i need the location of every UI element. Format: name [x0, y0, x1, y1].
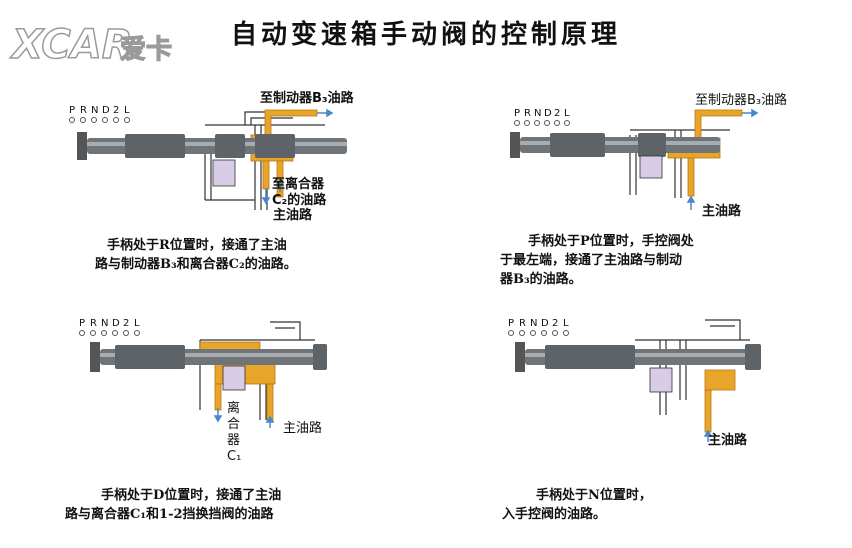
- label-clutch-c2-line2: C₂的油路: [272, 192, 327, 208]
- gear-label-l: L: [124, 105, 131, 116]
- gear-label-d: D: [112, 318, 121, 329]
- panel-r-position: P R N D 2 L: [55, 80, 455, 320]
- gear-label-2: 2: [113, 105, 120, 116]
- gear-label-n: N: [91, 105, 99, 116]
- gear-label-n: N: [530, 318, 538, 329]
- caption-n: 手柄处于N位置时， 入手控阀的油路。: [502, 486, 652, 524]
- caption-d-line1: 手柄处于D位置时，接通了主油: [101, 488, 282, 503]
- gear-label-r: R: [90, 318, 98, 329]
- valve-shaft: [510, 132, 720, 158]
- label-brake-b3: 至制动器B₃油路: [695, 92, 787, 108]
- label-main-oil: 主油路: [702, 203, 742, 219]
- caption-n-line2: 入手控阀的油路。: [502, 507, 607, 522]
- valve-housing: [629, 129, 730, 198]
- gear-label-p: P: [69, 105, 76, 116]
- caption-r-line1: 手柄处于R位置时，接通了主油: [107, 238, 287, 253]
- label-main-oil: 主油路: [273, 207, 313, 223]
- label-clutch-c1-char3: 器: [227, 433, 240, 448]
- logo-subtext: 爱卡: [120, 35, 172, 65]
- gear-label-2: 2: [552, 318, 559, 329]
- gear-label-d: D: [544, 108, 553, 119]
- valve-diagram-d: P R N D 2 L: [79, 318, 327, 464]
- valve-shaft: [90, 342, 327, 372]
- label-clutch-c1-char1: 离: [227, 400, 240, 416]
- caption-r-line2: 路与制动器B₃和离合器C₂的油路。: [95, 257, 297, 272]
- valve-diagram-p: P R N D 2 L: [510, 92, 787, 219]
- page-title: 自动变速箱手动阀的控制原理: [230, 20, 621, 50]
- label-clutch-c2-line1: 至离合器: [272, 176, 325, 192]
- caption-p-line3: 器B₃的油路。: [500, 272, 582, 287]
- chamber: [649, 367, 673, 393]
- gear-label-2: 2: [123, 318, 130, 329]
- label-clutch-c1-sub: C₁: [227, 449, 241, 464]
- flow-arrows: [261, 108, 334, 205]
- oil-passage: [704, 369, 736, 433]
- logo-text: XCAR: [9, 22, 133, 68]
- flow-arrows: [213, 408, 275, 428]
- panel-n-position: P R N D 2 L 主油: [490, 300, 852, 540]
- gear-label-p: P: [514, 108, 521, 119]
- valve-diagram-r: P R N D 2 L: [69, 90, 355, 223]
- gear-label-2: 2: [554, 108, 561, 119]
- gear-label-r: R: [80, 105, 88, 116]
- panel-p-position: P R N D 2 L: [490, 80, 852, 320]
- valve-shaft: [77, 132, 347, 160]
- gear-label-l: L: [563, 318, 570, 329]
- label-brake-b3: 至制动器B₃油路: [260, 90, 355, 106]
- gear-label-n: N: [101, 318, 109, 329]
- gear-label-n: N: [534, 108, 542, 119]
- valve-shaft: [515, 342, 761, 372]
- flow-arrows: [703, 429, 713, 442]
- gear-label-l: L: [564, 108, 571, 119]
- gear-label-p: P: [79, 318, 86, 329]
- gear-label-d: D: [102, 105, 111, 116]
- valve-housing: [635, 319, 750, 415]
- gear-position-labels: P R N D 2 L: [69, 105, 131, 123]
- chamber: [639, 155, 663, 179]
- gear-label-p: P: [508, 318, 515, 329]
- caption-p-line1: 手柄处于P位置时，手控阀处: [528, 234, 694, 249]
- gear-position-labels: P R N D 2 L: [514, 108, 571, 126]
- caption-d-line2: 路与离合器C₁和1-2挡换挡阀的油路: [65, 507, 274, 522]
- xcar-logo: XCAR 爱卡: [8, 21, 172, 69]
- gear-position-labels: P R N D 2 L: [79, 318, 141, 336]
- gear-position-labels: P R N D 2 L: [508, 318, 570, 336]
- caption-n-line1: 手柄处于N位置时，: [536, 488, 652, 503]
- caption-d: 手柄处于D位置时，接通了主油 路与离合器C₁和1-2挡换挡阀的油路: [65, 486, 281, 524]
- flow-arrows: [686, 108, 759, 210]
- label-main-oil: 主油路: [283, 420, 322, 436]
- gear-label-l: L: [134, 318, 141, 329]
- label-main-oil: 主油路: [708, 432, 748, 448]
- caption-r: 手柄处于R位置时，接通了主油 路与制动器B₃和离合器C₂的油路。: [95, 236, 297, 274]
- gear-label-r: R: [524, 108, 532, 119]
- chamber: [222, 365, 246, 391]
- caption-p-line2: 于最左端，接通了主油路与制动: [500, 253, 683, 268]
- valve-diagram-n: P R N D 2 L 主油: [508, 318, 761, 448]
- panel-d-position: P R N D 2 L: [55, 300, 455, 540]
- gear-label-r: R: [519, 318, 527, 329]
- gear-label-d: D: [541, 318, 550, 329]
- chamber: [212, 159, 236, 187]
- label-clutch-c1-char2: 合: [227, 417, 240, 432]
- caption-p: 手柄处于P位置时，手控阀处 于最左端，接通了主油路与制动 器B₃的油路。: [500, 232, 694, 289]
